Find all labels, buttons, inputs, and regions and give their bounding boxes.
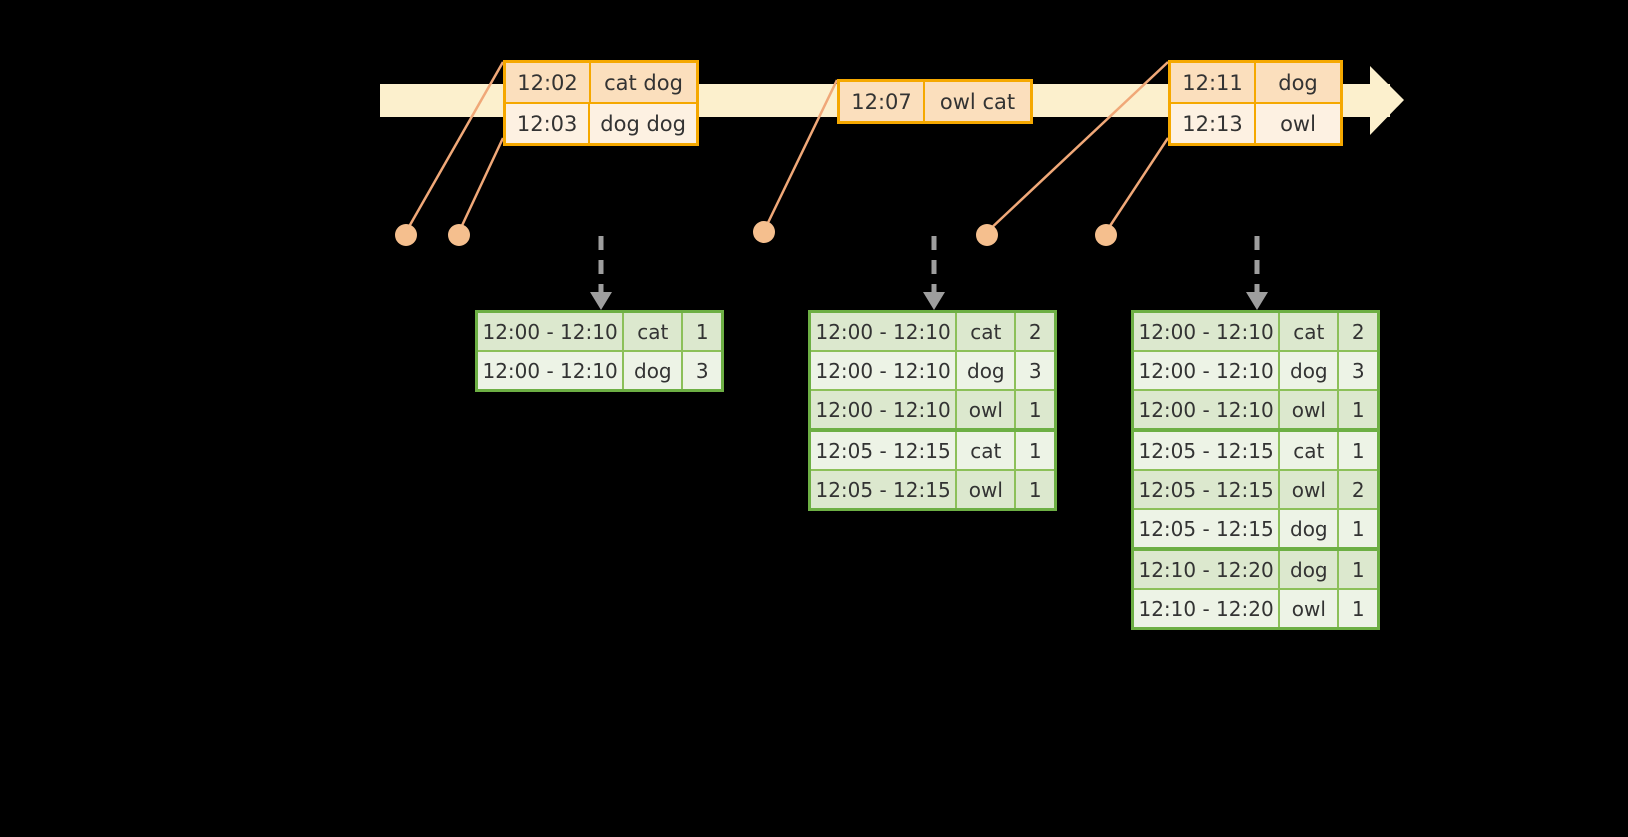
word-key-cell: dog: [957, 352, 1017, 389]
word-key-cell: dog: [1280, 551, 1340, 588]
window-range-cell: 12:05 - 12:15: [811, 432, 958, 469]
word-key-cell: cat: [957, 432, 1017, 469]
word-count-cell: 2: [1028, 319, 1042, 344]
word-key-cell: cat: [1280, 313, 1340, 350]
word-count-cell: 1: [1028, 438, 1042, 463]
event-time: 12:13: [1171, 104, 1256, 143]
event-dots: [395, 221, 1117, 246]
window-range-cell: 12:00 - 12:10: [811, 352, 958, 389]
event-row: 12:11 dog: [1171, 63, 1340, 102]
word-count-cell: 2: [1351, 319, 1365, 344]
window-range-cell: 12:05 - 12:15: [811, 471, 958, 508]
event-time: 12:11: [1171, 63, 1256, 102]
window-range-cell: 12:00 - 12:10: [478, 313, 625, 350]
event-row: 12:07 owl cat: [840, 82, 1030, 121]
word-key-cell: owl: [957, 471, 1017, 508]
window-range-cell: 12:00 - 12:10: [478, 352, 625, 389]
word-key-cell: cat: [957, 313, 1017, 350]
window-range-cell: 12:10 - 12:20: [1134, 551, 1281, 588]
window-range-cell: 12:10 - 12:20: [1134, 590, 1281, 627]
window-range-cell: 12:05 - 12:15: [1134, 471, 1281, 508]
event-row: 12:03 dog dog: [506, 102, 696, 143]
word-count-cell: 3: [695, 358, 709, 383]
word-key-cell: cat: [624, 313, 684, 350]
window-range-cell: 12:05 - 12:15: [1134, 510, 1281, 547]
event-words: owl: [1280, 111, 1316, 136]
word-count-cell: 1: [1351, 397, 1365, 422]
word-key-cell: owl: [1280, 590, 1340, 627]
event-box-group-1: 12:02 cat dog 12:03 dog dog: [503, 60, 699, 146]
word-count-cell: 1: [1028, 397, 1042, 422]
event-words: cat dog: [604, 70, 683, 95]
word-key-cell: dog: [624, 352, 684, 389]
word-key-cell: dog: [1280, 510, 1340, 547]
window-range-cell: 12:00 - 12:10: [811, 391, 958, 428]
word-key-cell: cat: [1280, 432, 1340, 469]
word-count-cell: 1: [1351, 596, 1365, 621]
window-range-cell: 12:00 - 12:10: [1134, 391, 1281, 428]
word-count-cell: 2: [1351, 477, 1365, 502]
window-range-cell: 12:00 - 12:10: [1134, 313, 1281, 350]
word-count-cell: 1: [1028, 477, 1042, 502]
event-box-group-2: 12:07 owl cat: [837, 79, 1033, 124]
word-count-cell: 1: [1351, 438, 1365, 463]
dashed-arrow-heads: [590, 292, 1268, 310]
word-key-cell: owl: [1280, 471, 1340, 508]
event-time: 12:07: [840, 82, 925, 121]
window-range-cell: 12:00 - 12:10: [1134, 352, 1281, 389]
event-row: 12:02 cat dog: [506, 63, 696, 102]
word-count-cell: 3: [1351, 358, 1365, 383]
word-key-cell: owl: [957, 391, 1017, 428]
event-time: 12:03: [506, 104, 591, 143]
dashed-arrows: [598, 236, 1260, 292]
word-count-cell: 3: [1028, 358, 1042, 383]
event-words: dog: [1278, 70, 1318, 95]
event-words: owl cat: [939, 89, 1016, 114]
word-count-cell: 1: [1351, 557, 1365, 582]
window-range-cell: 12:00 - 12:10: [811, 313, 958, 350]
word-count-cell: 1: [695, 319, 709, 344]
word-key-cell: dog: [1280, 352, 1340, 389]
word-count-cell: 1: [1351, 516, 1365, 541]
event-words: dog dog: [600, 111, 686, 136]
event-row: 12:13 owl: [1171, 102, 1340, 143]
word-key-cell: owl: [1280, 391, 1340, 428]
event-box-group-3: 12:11 dog 12:13 owl: [1168, 60, 1343, 146]
event-time: 12:02: [506, 63, 591, 102]
window-range-cell: 12:05 - 12:15: [1134, 432, 1281, 469]
